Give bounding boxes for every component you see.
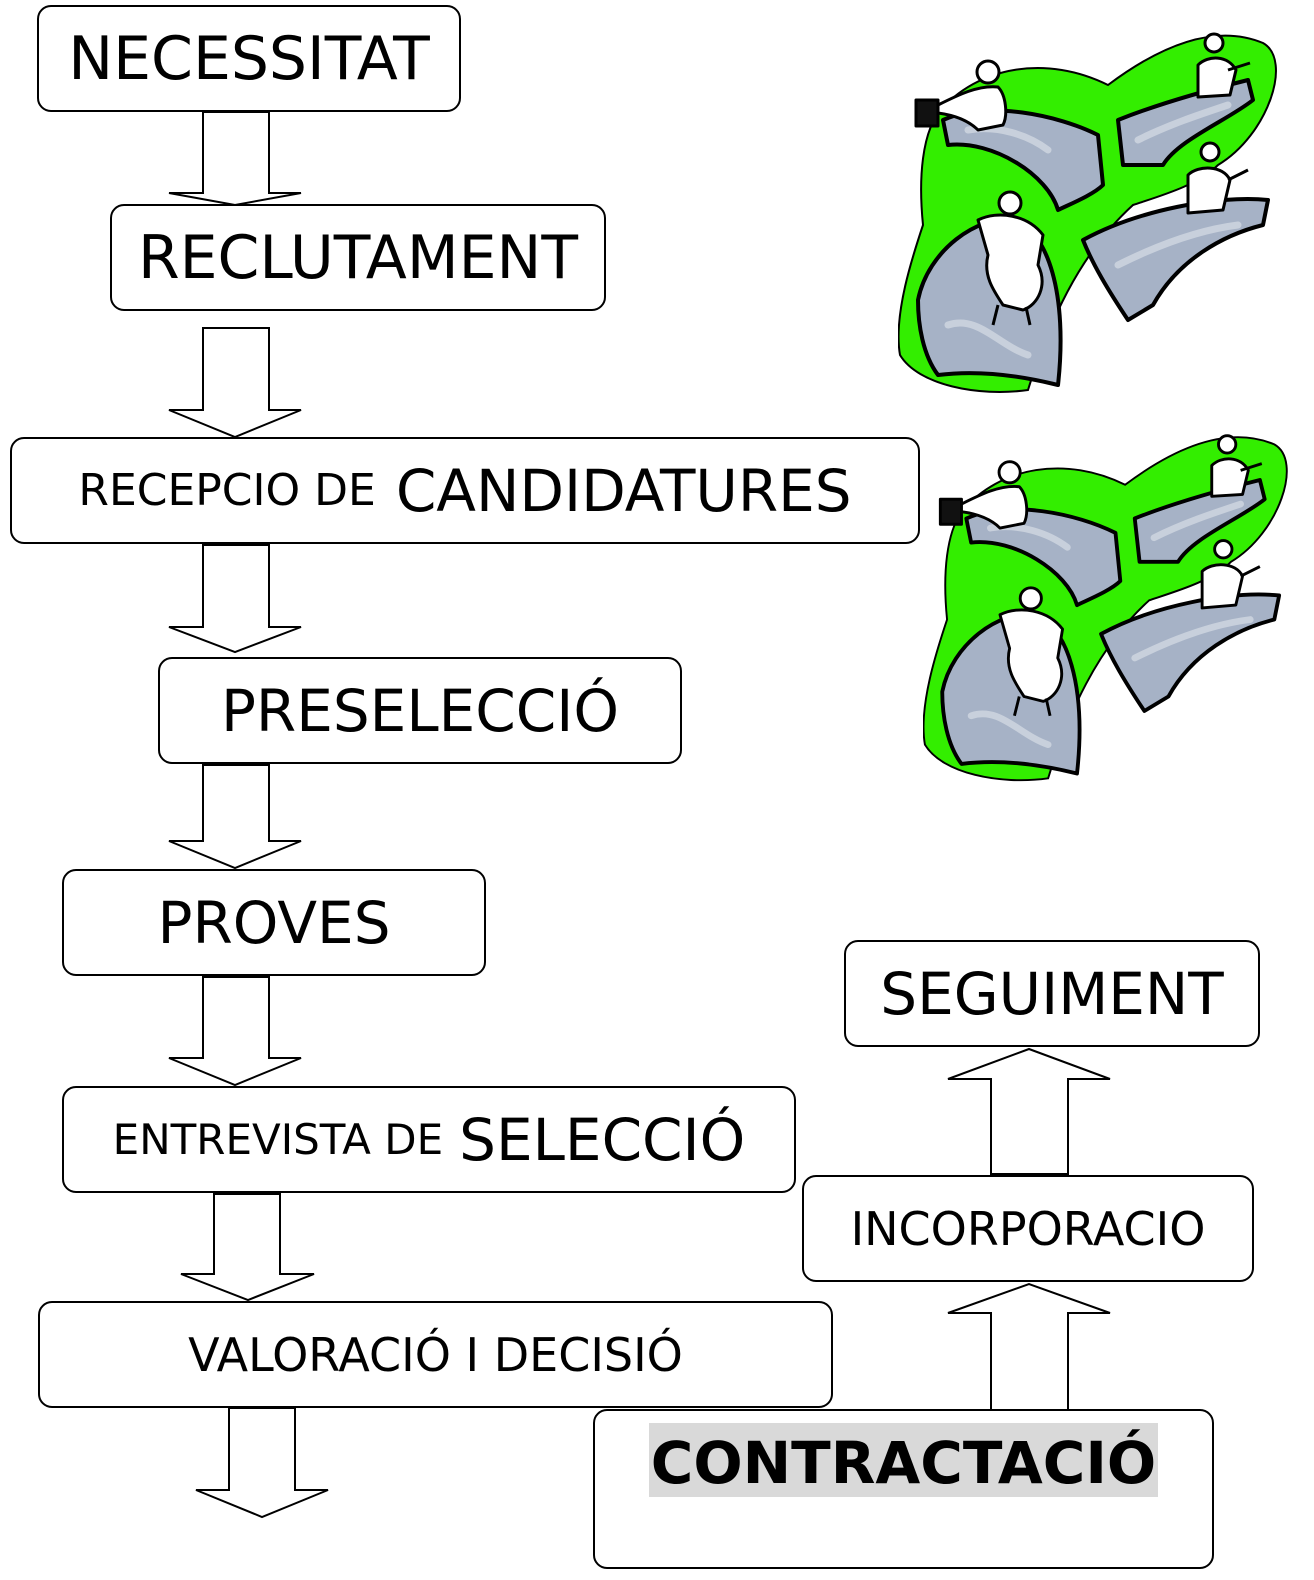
arrow-proves-to-entrevista xyxy=(168,976,302,1087)
step-valoracio-label: VALORACIÓ I DECISIÓ xyxy=(188,1327,683,1382)
arrow-entrevista-to-valoracio xyxy=(180,1193,315,1302)
arrow-preseleccio-to-proves xyxy=(168,764,302,870)
step-seguiment: SEGUIMENT xyxy=(844,940,1260,1047)
step-recepcio-label-small: RECEPCIO DE xyxy=(78,465,376,516)
people-crossing-bridges-clipart xyxy=(923,434,1288,782)
step-entrevista-seleccio: ENTREVISTA DE SELECCIÓ xyxy=(62,1086,796,1193)
arrow-recepcio-to-preseleccio xyxy=(168,544,302,654)
arrow-valoracio-down xyxy=(195,1407,329,1519)
step-recepcio-label-big: CANDIDATURES xyxy=(395,456,852,525)
step-valoracio-decisio: VALORACIÓ I DECISIÓ xyxy=(38,1301,833,1408)
arrow-incorporacio-to-seguiment xyxy=(947,1047,1111,1175)
arrow-contractacio-to-incorporacio xyxy=(947,1282,1111,1411)
step-entrevista-label-big: SELECCIÓ xyxy=(459,1105,746,1174)
step-necessitat: NECESSITAT xyxy=(37,5,461,112)
arrow-reclutament-to-recepcio xyxy=(168,327,302,439)
step-reclutament-label: RECLUTAMENT xyxy=(137,222,579,293)
step-contractacio-label: CONTRACTACIÓ xyxy=(648,1423,1159,1497)
step-incorporacio-label: INCORPORACIO xyxy=(850,1201,1206,1256)
step-proves-label: PROVES xyxy=(157,888,391,957)
step-incorporacio: INCORPORACIO xyxy=(802,1175,1254,1282)
step-reclutament: RECLUTAMENT xyxy=(110,204,606,311)
step-proves: PROVES xyxy=(62,869,486,976)
arrow-necessitat-to-reclutament xyxy=(168,111,302,207)
step-preseleccio: PRESELECCIÓ xyxy=(158,657,682,764)
step-recepcio-candidatures: RECEPCIO DE CANDIDATURES xyxy=(10,437,920,544)
step-necessitat-label: NECESSITAT xyxy=(68,23,430,94)
step-entrevista-label-small: ENTREVISTA DE xyxy=(112,1115,444,1164)
step-seguiment-label: SEGUIMENT xyxy=(880,959,1224,1028)
people-crossing-bridges-clipart xyxy=(898,32,1277,393)
step-contractacio: CONTRACTACIÓ xyxy=(593,1409,1214,1569)
step-preseleccio-label: PRESELECCIÓ xyxy=(220,676,620,745)
